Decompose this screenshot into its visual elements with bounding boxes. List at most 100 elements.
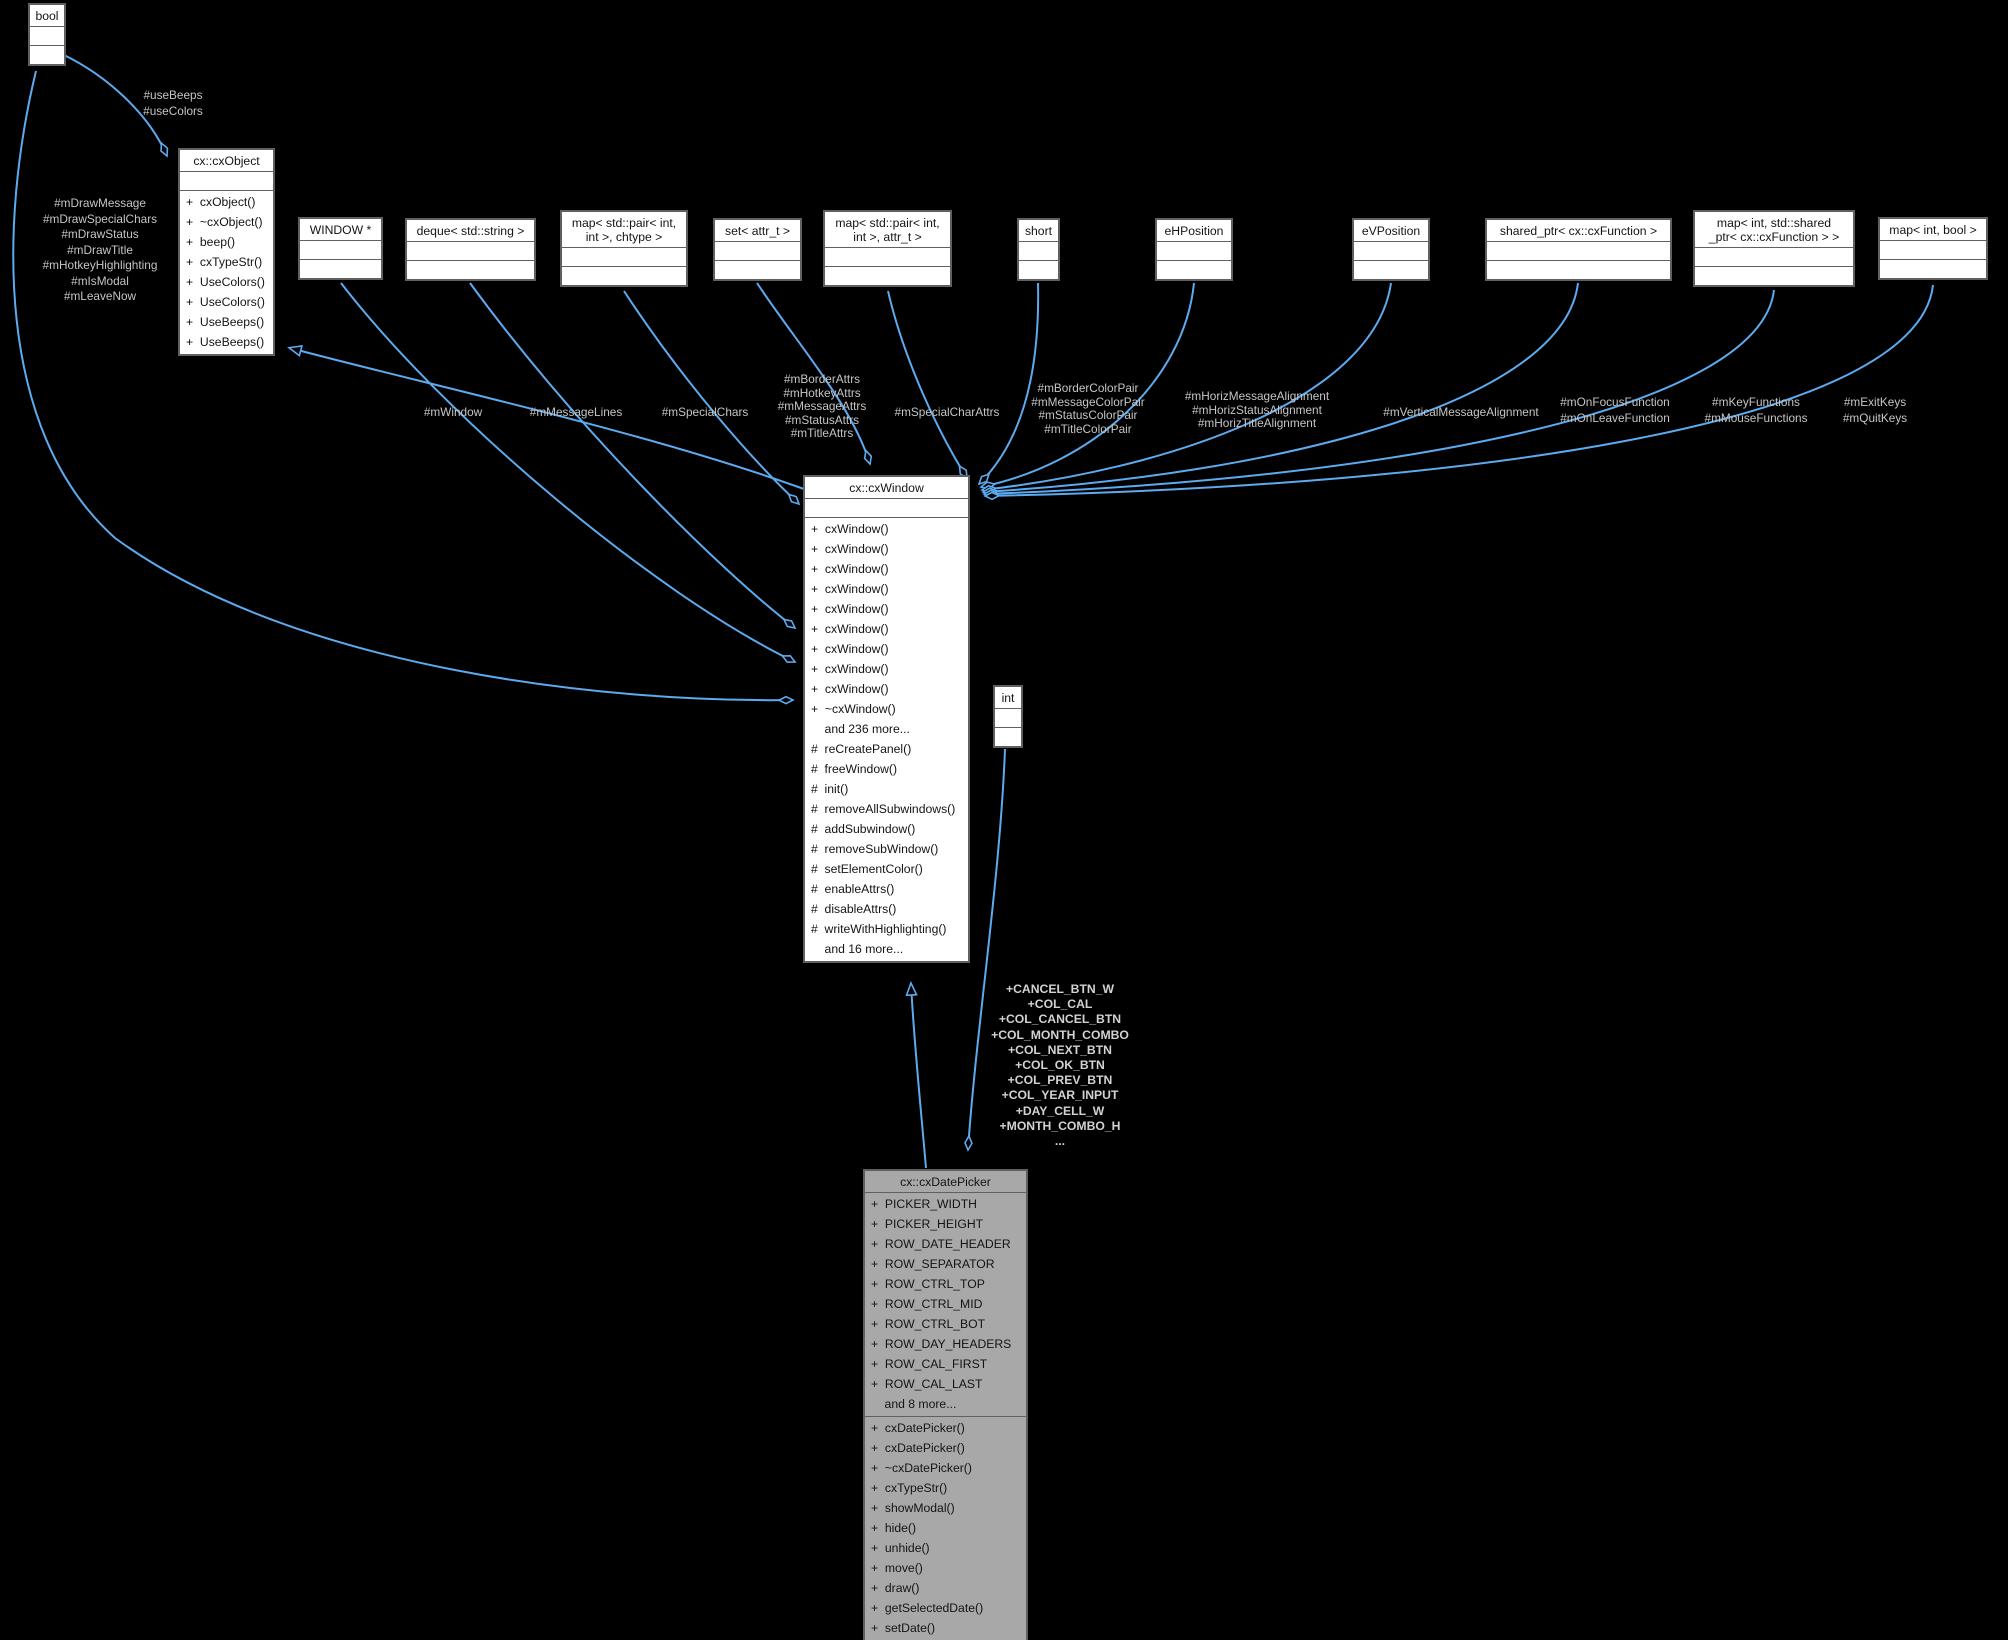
edge-label-line: +MONTH_COMBO_H — [999, 1118, 1121, 1133]
empty-compartment — [30, 46, 64, 64]
type-title: eHPosition — [1157, 220, 1231, 242]
methods-compartment: + cxDatePicker()+ cxDatePicker()+ ~cxDat… — [865, 1416, 1026, 1640]
member-row: + UseColors() — [186, 275, 265, 289]
edge-label-line: #mQuitKeys — [1842, 410, 1908, 425]
edge-label-key-mouse-functions: #mKeyFunctions#mMouseFunctions — [1705, 395, 1808, 426]
member-row: + beep() — [186, 235, 236, 249]
empty-compartment — [300, 241, 381, 260]
member-row: + cxWindow() — [811, 622, 889, 636]
edge-map-attrt-to-cxwindow — [887, 290, 967, 478]
type-title: map< std::pair< int, int >, chtype > — [562, 212, 686, 248]
type-box-evposition: eVPosition — [1352, 218, 1430, 281]
edge-label-line: +COL_YEAR_INPUT — [1001, 1088, 1119, 1103]
type-box-ehposition: eHPosition — [1155, 218, 1233, 281]
empty-compartment — [1019, 242, 1058, 261]
member-row: + cxWindow() — [811, 542, 889, 556]
edge-map-chtype-to-cxwindow — [623, 290, 799, 504]
member-row: + cxWindow() — [811, 682, 889, 696]
attributes-compartment — [180, 172, 273, 191]
empty-compartment — [1487, 261, 1670, 279]
edge-deque-to-cxwindow — [469, 282, 795, 628]
empty-compartment — [407, 261, 534, 279]
member-row: + cxWindow() — [811, 642, 889, 656]
edge-label-horiz-alignment: #mHorizMessageAlignment#mHorizStatusAlig… — [1184, 389, 1330, 431]
attributes-compartment — [805, 499, 968, 518]
edge-label-line: #useColors — [143, 103, 203, 118]
member-row: + cxObject() — [186, 195, 256, 209]
edge-label-line: #useBeeps — [143, 88, 203, 102]
edge-label-draw-flags: #mDrawMessage#mDrawSpecialChars#mDrawSta… — [43, 196, 158, 305]
edge-bool-to-cxobject — [63, 54, 167, 156]
edge-label-attr-sets: #mBorderAttrs#mHotkeyAttrs#mMessageAttrs… — [778, 372, 867, 441]
empty-compartment — [562, 267, 686, 285]
edge-label-mwindow: #mWindow — [424, 405, 482, 420]
empty-compartment — [1019, 261, 1058, 279]
empty-compartment — [1880, 260, 1986, 278]
empty-compartment — [1487, 242, 1670, 261]
edge-label-line: +COL_NEXT_BTN — [1008, 1042, 1112, 1057]
edge-label-line: #mLeaveNow — [63, 289, 137, 303]
member-row: # freeWindow() — [811, 762, 898, 776]
empty-compartment — [1880, 241, 1986, 260]
class-box-cxobject[interactable]: cx::cxObject + cxObject()+ ~cxObject()+ … — [178, 148, 275, 356]
empty-compartment — [1695, 248, 1853, 267]
edge-label-line: #mStatusColorPair — [1038, 408, 1138, 422]
type-box-map-attrt: map< std::pair< int, int >, attr_t > — [823, 210, 952, 287]
member-row: # enableAttrs() — [811, 882, 895, 896]
type-title: deque< std::string > — [407, 220, 534, 242]
empty-compartment — [995, 709, 1021, 728]
edge-label-line: ... — [1054, 1134, 1066, 1149]
edge-label-line: #mBorderColorPair — [1037, 381, 1139, 395]
empty-compartment — [995, 728, 1021, 746]
member-row: + cxTypeStr() — [186, 255, 263, 269]
empty-compartment — [407, 242, 534, 261]
edge-label-line: #mHorizStatusAlignment — [1192, 402, 1322, 417]
type-title: eVPosition — [1354, 220, 1428, 242]
member-row: + cxWindow() — [811, 662, 889, 676]
edge-evposition-to-cxwindow — [982, 282, 1392, 490]
type-box-short: short — [1017, 218, 1060, 281]
edge-label-line: #mDrawSpecialChars — [42, 211, 158, 226]
edge-label-exit-quit-keys: #mExitKeys#mQuitKeys — [1843, 395, 1907, 426]
edge-label-line: #mTitleAttrs — [790, 426, 854, 440]
type-box-int: int — [993, 685, 1023, 748]
empty-compartment — [300, 260, 381, 278]
edge-bool-to-cxwindow — [12, 70, 793, 700]
edge-sharedptr-to-cxwindow — [983, 282, 1579, 492]
type-title: map< std::pair< int, int >, attr_t > — [825, 212, 950, 248]
type-box-set-attrt: set< attr_t > — [713, 218, 802, 281]
edge-label-line: #mBorderAttrs — [783, 372, 861, 386]
edge-label-line: +COL_CAL — [1027, 997, 1093, 1012]
method-row: + showModal() — [871, 1501, 955, 1515]
type-title: WINDOW * — [300, 219, 381, 241]
method-row: + setDate() — [871, 1621, 936, 1635]
member-row: # writeWithHighlighting() — [811, 922, 947, 936]
method-row: + ~cxDatePicker() — [871, 1461, 972, 1475]
edge-label-line: #mHorizTitleAlignment — [1197, 416, 1317, 430]
member-row: # init() — [811, 782, 849, 796]
edge-label-line: +COL_OK_BTN — [1015, 1058, 1105, 1073]
edge-label-line: +COL_PREV_BTN — [1007, 1073, 1113, 1088]
attributes-compartment: + PICKER_WIDTH+ PICKER_HEIGHT+ ROW_DATE_… — [865, 1193, 1026, 1416]
member-row: + cxWindow() — [811, 522, 889, 536]
edge-label-mmessagelines: #mMessageLines — [529, 405, 623, 420]
edge-label-line: #mMouseFunctions — [1704, 410, 1808, 425]
member-row: + UseColors() — [186, 295, 265, 309]
edge-label-line: +COL_MONTH_COMBO — [991, 1027, 1129, 1042]
edge-label-mspecialchars: #mSpecialChars — [662, 405, 749, 420]
method-row: + cxTypeStr() — [871, 1481, 948, 1495]
edge-label-line: #mMessageLines — [529, 405, 623, 419]
edge-cxdatepicker-inherits-cxwindow — [911, 984, 927, 1169]
empty-compartment — [1354, 261, 1428, 279]
method-row: + move() — [871, 1561, 923, 1575]
member-row: + cxWindow() — [811, 582, 889, 596]
member-row: and 16 more... — [811, 942, 904, 956]
type-title: map< int, std::shared _ptr< cx::cxFuncti… — [1695, 212, 1853, 248]
member-row: + cxWindow() — [811, 562, 889, 576]
edge-label-line: #mHorizMessageAlignment — [1184, 389, 1330, 403]
class-title-cxdatepicker: cx::cxDatePicker — [865, 1171, 1026, 1193]
edge-label-line: #mIsModal — [71, 273, 129, 288]
type-box-sharedptr-cxfunction: shared_ptr< cx::cxFunction > — [1485, 218, 1672, 281]
class-box-cxdatepicker[interactable]: cx::cxDatePicker + PICKER_WIDTH+ PICKER_… — [863, 1169, 1028, 1640]
class-box-cxwindow[interactable]: cx::cxWindow + cxWindow()+ cxWindow()+ c… — [803, 475, 970, 963]
